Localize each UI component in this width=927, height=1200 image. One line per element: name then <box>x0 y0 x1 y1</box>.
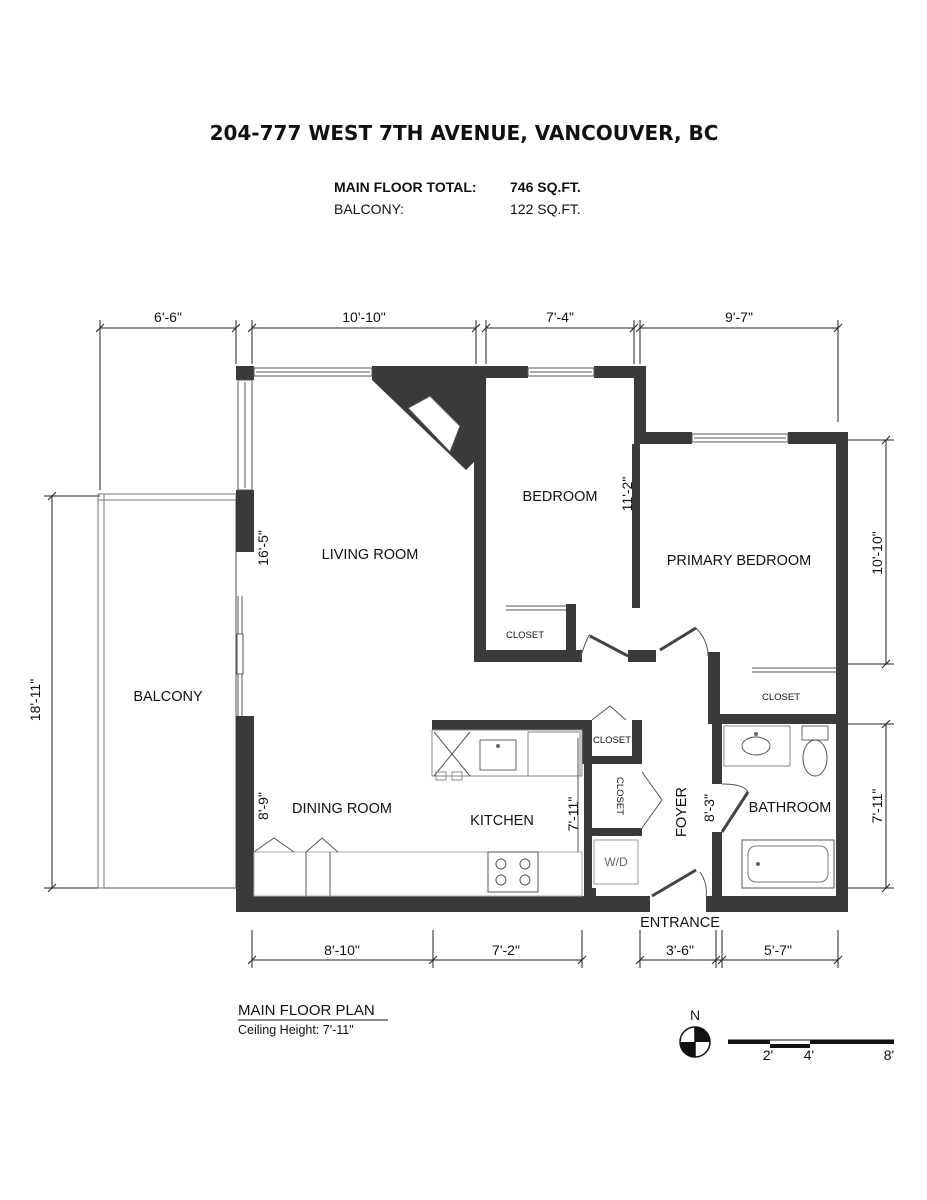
dim-bottom-entrance: 3'-6" <box>666 942 694 958</box>
interior-walls <box>432 378 848 904</box>
ceiling-height: Ceiling Height: 7'-11" <box>238 1023 354 1037</box>
north-label: N <box>690 1007 700 1023</box>
room-balcony: BALCONY <box>133 689 203 705</box>
balcony-outline <box>97 493 237 889</box>
property-address: 204-777 WEST 7TH AVENUE, VANCOUVER, BC <box>210 121 719 145</box>
washer-dryer-label: W/D <box>604 855 628 869</box>
bathroom-fixtures <box>723 725 835 889</box>
dim-left-balcony: 18'-11" <box>27 679 43 721</box>
plan-title: MAIN FLOOR PLAN <box>238 1002 375 1019</box>
small-closet-door <box>591 705 627 721</box>
scale-label-8ft: 8' <box>884 1047 894 1063</box>
scale-label-4ft: 4' <box>804 1047 814 1063</box>
balcony-sliding-door <box>236 596 244 716</box>
room-living-room: LIVING ROOM <box>322 547 419 563</box>
balcony-area-value: 122 SQ.FT. <box>510 201 581 217</box>
dim-bottom-dining: 8'-10" <box>324 942 360 958</box>
closet-primary-label: CLOSET <box>762 692 800 703</box>
left-dimension-lines <box>44 491 100 893</box>
dim-right-primary: 10'-10" <box>869 531 885 574</box>
dim-top-balcony: 6'-6" <box>154 309 182 325</box>
dim-right-bathroom: 7'-11" <box>869 789 885 824</box>
exterior-walls <box>236 366 848 912</box>
top-dimension-lines <box>95 320 843 490</box>
dim-foyer: 8'-3" <box>701 794 717 822</box>
dim-kitchen: 7'-11" <box>565 797 581 832</box>
room-entrance: ENTRANCE <box>640 915 720 931</box>
dim-living-room: 16'-5" <box>255 530 271 566</box>
closet-bedroom-label: CLOSET <box>506 630 544 641</box>
room-bathroom: BATHROOM <box>749 800 832 816</box>
room-primary-bedroom: PRIMARY BEDROOM <box>667 553 812 569</box>
bedroom-closet-door <box>506 605 566 611</box>
closet-foyer-label: CLOSET <box>614 777 625 815</box>
room-dining-room: DINING ROOM <box>292 801 392 817</box>
fireplace <box>407 395 461 453</box>
room-bedroom: BEDROOM <box>523 489 598 505</box>
dim-bottom-bathroom: 5'-7" <box>764 942 792 958</box>
balcony-area-label: BALCONY: <box>334 201 404 217</box>
dim-bottom-kitchen: 7'-2" <box>492 942 520 958</box>
main-floor-total-label: MAIN FLOOR TOTAL: <box>334 179 477 195</box>
dim-dining-room: 8'-9" <box>255 792 271 820</box>
scale-label-2ft: 2' <box>763 1047 773 1063</box>
scale-bar <box>728 1039 894 1048</box>
foyer-closet-door <box>641 771 663 829</box>
dim-top-bedroom: 7'-4" <box>546 309 574 325</box>
kitchen-counters <box>253 729 583 897</box>
windows <box>237 367 789 491</box>
bathroom-door <box>720 783 750 833</box>
dim-bedroom: 11'-2" <box>619 477 635 512</box>
north-arrow-icon <box>679 1026 711 1058</box>
room-kitchen: KITCHEN <box>470 813 534 829</box>
dim-top-primary: 9'-7" <box>725 309 753 325</box>
dim-top-living: 10'-10" <box>342 309 385 325</box>
main-floor-total-value: 746 SQ.FT. <box>510 179 581 195</box>
washer-dryer-box <box>593 839 639 885</box>
entrance-door <box>651 868 707 898</box>
closet-small-label: CLOSET <box>593 735 631 746</box>
primary-closet-door <box>752 667 836 673</box>
room-foyer: FOYER <box>674 787 690 837</box>
bedroom-doors <box>579 626 709 659</box>
right-dimension-lines <box>848 435 894 893</box>
bottom-dimension-lines <box>247 930 843 968</box>
